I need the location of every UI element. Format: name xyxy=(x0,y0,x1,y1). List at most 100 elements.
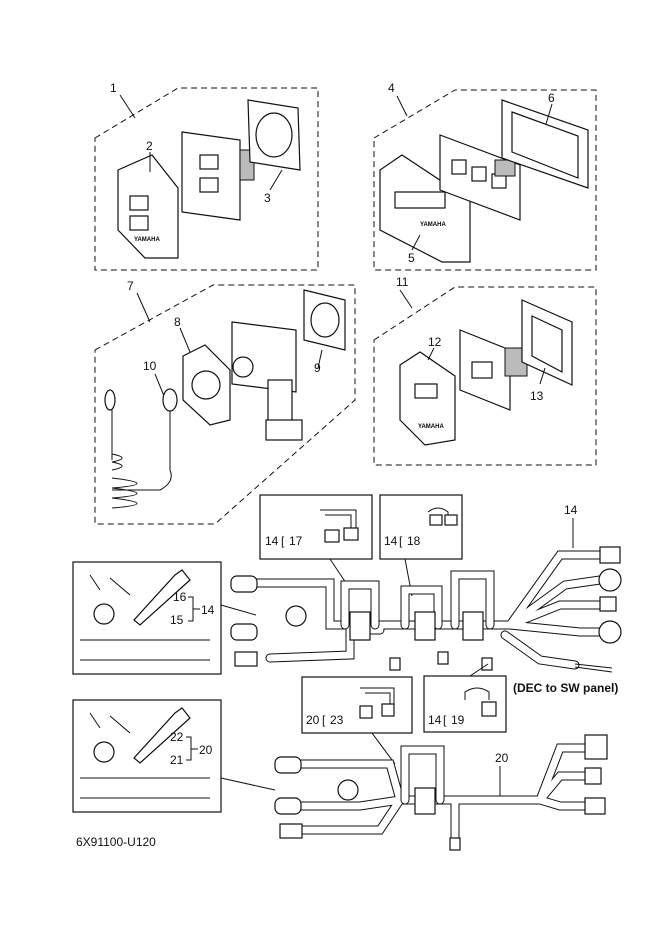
callout-2: 2 xyxy=(146,139,153,153)
callout-14: 14 xyxy=(564,503,578,517)
harness-junction xyxy=(414,611,436,641)
stop-switch-connector xyxy=(265,419,303,441)
switch-rocker xyxy=(199,177,219,193)
connector xyxy=(234,651,258,667)
connector xyxy=(279,823,303,839)
callout-21: 21 xyxy=(170,753,184,767)
connector xyxy=(274,756,302,774)
callout-6: 6 xyxy=(548,91,555,105)
callout-1: 1 xyxy=(110,81,117,95)
inset-box-18 xyxy=(379,494,463,560)
switch-body xyxy=(181,131,241,221)
callout-8: 8 xyxy=(174,315,181,329)
callout-7: 7 xyxy=(127,279,134,293)
callout-20: 20 xyxy=(495,751,509,765)
callout-15: 15 xyxy=(170,613,184,627)
panel-opening xyxy=(414,383,438,399)
yamaha-logo: YAMAHA xyxy=(134,237,160,243)
connector xyxy=(230,623,258,641)
stop-switch-button xyxy=(232,356,254,378)
svg-text:[: [ xyxy=(281,534,285,548)
lanyard-clip xyxy=(104,389,116,411)
gasket-opening xyxy=(310,302,340,338)
connector xyxy=(598,568,622,592)
switch-rocker xyxy=(199,154,219,170)
callout-12: 12 xyxy=(428,335,442,349)
wire-harness-20: 20 [ 23 20 22 21 20 xyxy=(72,676,608,851)
lanyard-clip xyxy=(162,388,178,412)
connector xyxy=(359,705,373,719)
switch-rocker xyxy=(471,166,487,182)
panel-opening xyxy=(394,191,446,209)
connector xyxy=(343,527,359,541)
callout-20-left: 20 xyxy=(199,743,213,757)
callout-5: 5 xyxy=(408,251,415,265)
wire-harness-14: 14 [ 17 14 [ 18 14 xyxy=(72,494,622,733)
connector xyxy=(481,657,493,671)
inset-box-17 xyxy=(259,494,373,560)
callout-14-19-a: 14 xyxy=(428,713,442,727)
callout-23: 23 xyxy=(330,713,344,727)
switch-slot xyxy=(129,195,149,211)
callout-4: 4 xyxy=(388,81,395,95)
switch-slot xyxy=(129,215,149,231)
lanyard-cord xyxy=(111,395,172,491)
connector xyxy=(584,797,606,815)
callout-17: 17 xyxy=(289,534,303,548)
yamaha-logo: YAMAHA xyxy=(418,424,444,430)
grommet xyxy=(93,741,115,763)
callout-18: 18 xyxy=(407,534,421,548)
connector xyxy=(584,767,602,785)
connector xyxy=(230,575,258,593)
callout-19: 19 xyxy=(451,713,465,727)
callout-3: 3 xyxy=(264,191,271,205)
connector xyxy=(324,529,340,543)
callout-10: 10 xyxy=(143,359,157,373)
svg-text:[: [ xyxy=(443,713,447,727)
connector xyxy=(444,514,458,526)
connector xyxy=(381,703,395,717)
callout-22: 22 xyxy=(170,730,184,744)
callout-14-left: 14 xyxy=(201,603,215,617)
harness-junction xyxy=(349,611,371,641)
connector xyxy=(389,657,401,671)
stop-switch-opening xyxy=(191,370,221,400)
callout-11: 11 xyxy=(396,275,409,289)
connector xyxy=(274,797,302,815)
connector xyxy=(599,596,617,612)
ground-terminal xyxy=(285,605,307,627)
cable-tie xyxy=(133,569,191,626)
group-7-stop-switch: 7 8 9 10 xyxy=(94,279,356,525)
svg-text:[: [ xyxy=(399,534,403,548)
group-4-panel: 4 YAMAHA 5 6 xyxy=(373,81,597,271)
stop-switch-leads xyxy=(267,379,293,426)
callout-14-18-a: 14 xyxy=(384,534,398,548)
ground-terminal xyxy=(337,779,359,801)
callout-16: 16 xyxy=(173,590,187,604)
connector xyxy=(598,620,622,644)
connector xyxy=(599,546,621,564)
connector xyxy=(437,651,449,665)
lanyard-coil xyxy=(111,453,138,509)
harness-junction xyxy=(462,611,484,641)
connector xyxy=(481,701,497,717)
group-11-panel: 11 YAMAHA 12 13 xyxy=(373,275,597,466)
cable-tie xyxy=(133,707,191,764)
switch-back-housing xyxy=(494,159,516,177)
harness-note: (DEC to SW panel) xyxy=(513,681,618,695)
callout-13: 13 xyxy=(530,389,544,403)
switch-rocker xyxy=(471,361,493,379)
switch-rocker xyxy=(451,159,467,175)
diagram-code: 6X91100-U120 xyxy=(76,835,156,849)
group-1-switch-panel: 1 YAMAHA 2 3 xyxy=(94,81,319,271)
callout-9: 9 xyxy=(314,361,321,375)
grommet xyxy=(93,603,115,625)
callout-20-23-a: 20 xyxy=(306,713,320,727)
connector xyxy=(584,734,608,760)
connector xyxy=(429,514,443,526)
harness-junction xyxy=(414,787,436,815)
gasket-opening xyxy=(255,112,293,158)
svg-text:[: [ xyxy=(322,713,326,727)
connector xyxy=(449,837,461,851)
